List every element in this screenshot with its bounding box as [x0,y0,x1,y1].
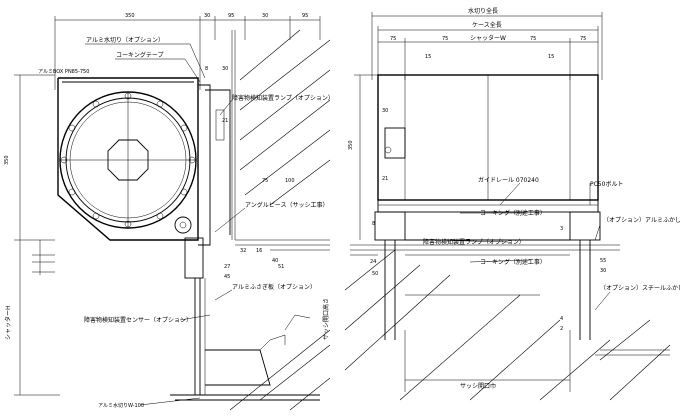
svg-text:51: 51 [278,264,284,270]
label-bottom-flashing: アルミ水切りW-100 [98,402,144,409]
label-caulking-1: コーキング（別途工事） [480,209,546,217]
label-box-material: アルミBOX PN85-750 [38,69,89,75]
left-frame-members [184,84,231,395]
right-leaders [429,182,611,311]
label-obstacle-sensor: 障害物検知装置センサー（オプション） [84,316,192,324]
label-obstacle-lamp-right: 障害物検知装置ランプ（オプション） [423,238,525,246]
dim-shutter-w: シャッターW [470,34,506,42]
label-aluminum-sash-plate: アルミふさぎ板（オプション） [232,283,316,291]
right-wall-hatching [344,249,671,401]
left-small-dims: 8 30 21 75 100 27 45 32 16 40 51 [205,66,295,280]
label-pc-bolt: PC50ボルト [590,180,623,188]
svg-text:30: 30 [222,66,228,72]
svg-text:3: 3 [560,226,563,232]
svg-text:55: 55 [600,258,606,264]
svg-text:8: 8 [205,66,208,72]
svg-text:30: 30 [382,108,388,114]
dim-95b: 95 [302,13,308,19]
svg-text:75: 75 [580,36,586,42]
dim-350: 350 [125,13,135,19]
label-aluminum-flashing: アルミ水切り（オプション） [86,36,164,44]
dim-left-350: 350 [4,155,10,165]
dim-30a: 30 [204,13,210,19]
shutter-roll [59,91,197,234]
svg-text:4: 4 [560,316,563,322]
label-obstacle-lamp-left: 障害物検知装置ランプ（オプション） [232,94,334,102]
label-option-steel: （オプション）スチールふかし材 [600,284,680,292]
left-top-dimensions: 350 30 95 30 95 [54,13,321,90]
shutter-box [57,77,199,241]
left-wall-hatching [229,29,331,411]
drum-bolts [60,92,196,228]
right-small-dims: 30 21 8 24 50 3 55 30 4 2 [370,108,606,332]
dim-case-total: ケース全長 [472,21,502,29]
label-option-aluminum-flashing: （オプション）アルミふかし材 [603,216,680,224]
svg-text:8: 8 [372,221,375,227]
svg-text:32: 32 [240,248,246,254]
svg-text:75: 75 [262,178,268,184]
label-caulking-tape: コーキングテープ [116,51,163,59]
dim-right-350: 350 [348,140,354,150]
svg-text:21: 21 [222,118,228,124]
left-vertical-dimensions: 350 シャッターH [4,74,60,396]
dim-flashing-total: 水切り全長 [468,7,498,15]
label-guide-rail: ガイドレール 070240 [478,176,539,184]
svg-text:30: 30 [600,268,606,274]
svg-text:24: 24 [370,259,376,265]
dim-shutter-height: シャッターH [4,305,12,340]
left-leaders [85,43,246,406]
svg-text:15: 15 [548,54,554,60]
svg-text:2: 2 [560,326,563,332]
label-caulking-2: コーキング（別途工事） [480,258,546,266]
svg-text:75: 75 [530,36,536,42]
svg-text:15: 15 [425,54,431,60]
right-lower-frame [350,199,620,340]
svg-text:40: 40 [272,258,278,264]
svg-text:100: 100 [285,178,295,184]
svg-text:75: 75 [390,36,396,42]
dim-95a: 95 [228,13,234,19]
left-sill [170,314,320,401]
right-top-dimensions: 水切り全長 ケース全長 シャッターW 75 75 75 75 15 15 [371,7,603,80]
label-sash-opening-height: サッシ開口高さ [322,298,330,340]
svg-text:16: 16 [256,248,262,254]
svg-text:21: 21 [382,176,388,182]
label-sash-opening-width: サッシ開口巾 [460,382,496,390]
svg-text:50: 50 [372,271,378,277]
dim-30b: 30 [262,13,268,19]
svg-text:27: 27 [224,264,230,270]
svg-text:75: 75 [442,36,448,42]
right-elevation-view: 水切り全長 ケース全長 シャッターW 75 75 75 75 15 15 350 [344,7,680,401]
svg-text:45: 45 [224,274,230,280]
label-angle-piece: アングルピース（サッシ工事） [245,201,328,209]
left-section-view: 350 30 95 30 95 350 シャッターH [4,13,334,411]
